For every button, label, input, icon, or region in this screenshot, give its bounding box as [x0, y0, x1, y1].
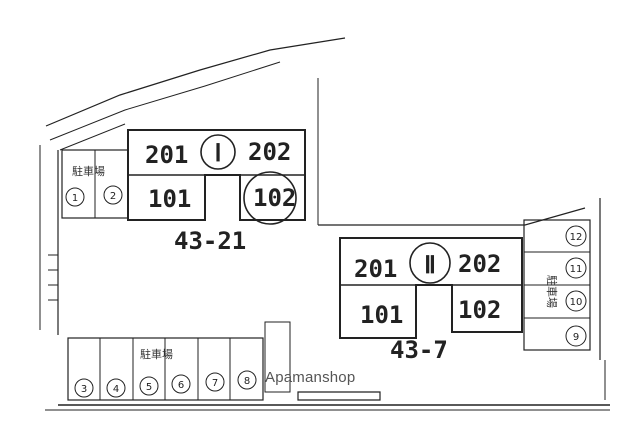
space-2: 2	[110, 191, 116, 202]
space-7: 7	[212, 378, 218, 389]
space-10: 10	[570, 297, 583, 308]
unit-1-201: 201	[145, 141, 188, 169]
unit-2-101: 101	[360, 301, 403, 329]
lot-number-2: 43-7	[390, 336, 448, 364]
parking-left: 駐車場	[61, 149, 129, 219]
building-2: Ⅱ 201 202 101 102 43-7	[339, 237, 523, 364]
unit-1-202: 202	[248, 138, 291, 166]
parking-right: 駐車場	[523, 219, 591, 351]
watermark: Apamanshop	[265, 369, 356, 386]
unit-2-201: 201	[354, 255, 397, 283]
space-8: 8	[244, 376, 250, 387]
lot-number-1: 43-21	[174, 227, 246, 255]
parking-label-left: 駐車場	[72, 164, 105, 178]
parking-bottom: 駐車場	[67, 321, 291, 401]
space-9: 9	[573, 332, 579, 343]
road-boundary	[39, 37, 610, 411]
parking-label-bottom: 駐車場	[140, 347, 173, 361]
building-2-mark: Ⅱ	[424, 251, 436, 279]
building-1: Ⅰ 201 202 101 102 43-21	[127, 129, 306, 255]
space-5: 5	[146, 382, 152, 393]
space-6: 6	[178, 380, 184, 391]
building-1-mark: Ⅰ	[214, 139, 221, 167]
space-1: 1	[72, 193, 78, 204]
space-11: 11	[570, 264, 583, 275]
unit-2-202: 202	[458, 250, 501, 278]
space-numbers: 1 2 3 4 5 6 7 8 9 10 11 12	[65, 185, 587, 398]
unit-1-102: 102	[253, 184, 296, 212]
unit-2-102: 102	[458, 296, 501, 324]
space-12: 12	[570, 232, 583, 243]
parking-label-right: 駐車場	[545, 275, 559, 308]
space-4: 4	[113, 384, 119, 395]
space-3: 3	[81, 384, 87, 395]
unit-1-101: 101	[148, 185, 191, 213]
